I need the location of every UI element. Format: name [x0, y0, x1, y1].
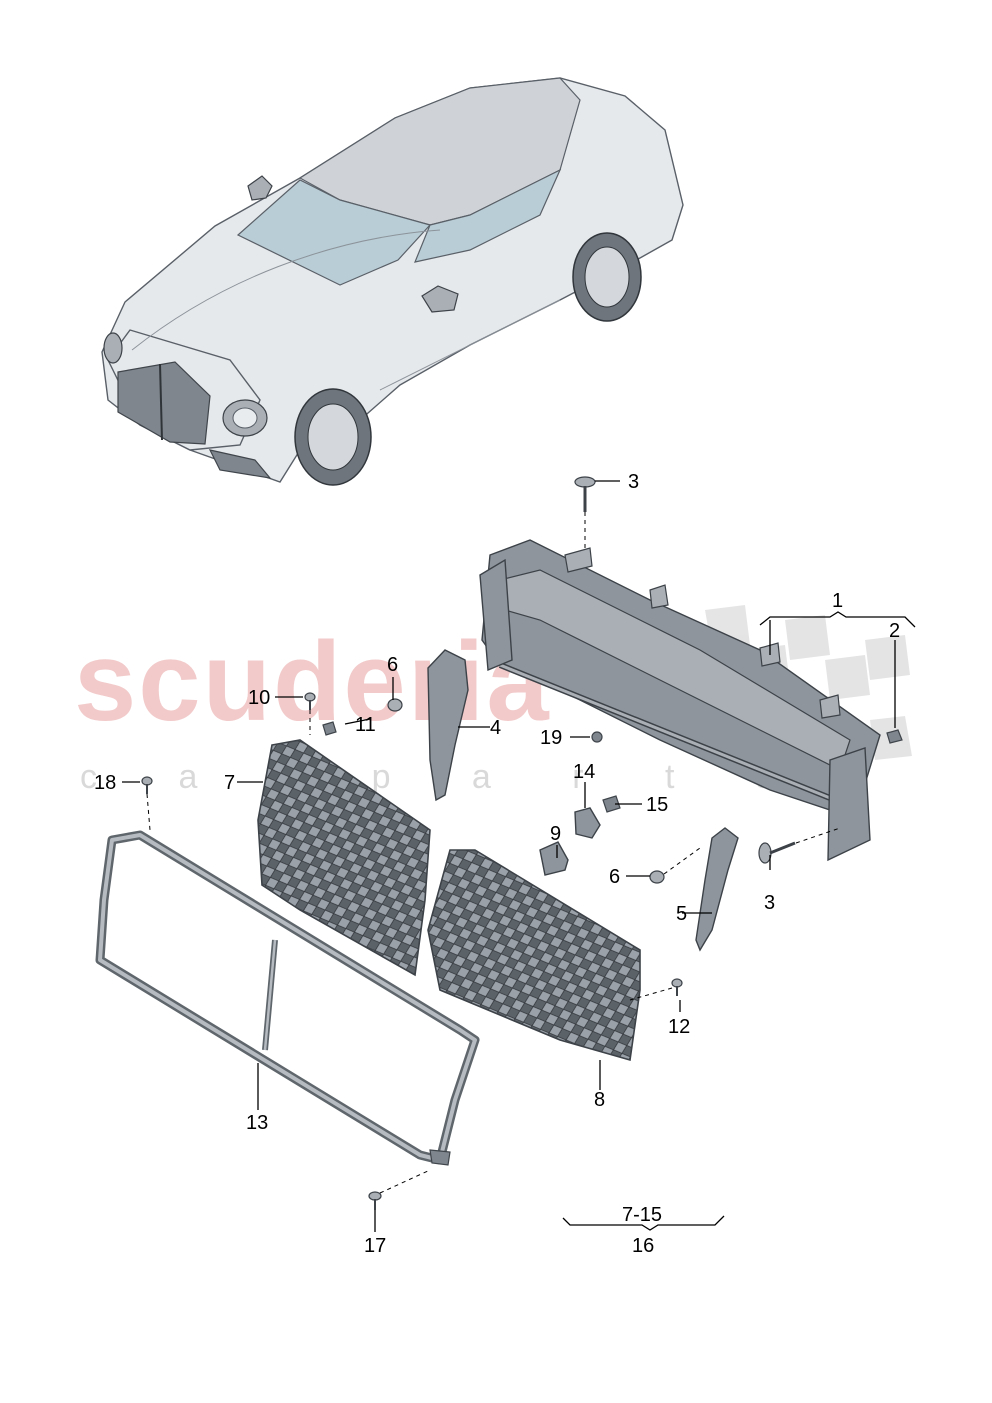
callout-1: 1 — [832, 590, 843, 612]
part-3-screw-top — [574, 476, 596, 512]
part-6-clip-upper — [387, 698, 403, 712]
callout-6-upper: 6 — [387, 654, 398, 676]
callout-7: 7 — [224, 772, 235, 794]
part-6-clip-lower — [649, 870, 665, 884]
part-18-screw — [141, 776, 153, 794]
part-10-screw — [304, 692, 316, 710]
part-2-nut — [886, 729, 903, 744]
callout-9: 9 — [550, 823, 561, 845]
part-12-screw — [671, 978, 683, 996]
part-7-left-mesh — [257, 739, 431, 977]
callout-11: 11 — [355, 714, 376, 736]
part-17-screw — [368, 1191, 382, 1210]
part-9-holder — [539, 841, 569, 876]
callout-6-lower: 6 — [609, 866, 620, 888]
callout-10: 10 — [248, 687, 270, 709]
watermark-sub: c a r p a r t s — [80, 758, 809, 796]
leader-lines — [122, 480, 916, 1232]
part-4-left-bracket — [427, 649, 469, 802]
callout-18: 18 — [94, 772, 116, 794]
callout-3-right: 3 — [764, 892, 775, 914]
car-illustration — [101, 77, 684, 486]
part-14-sensor — [574, 807, 601, 839]
callout-17: 17 — [364, 1235, 386, 1257]
part-1-support-frame — [479, 539, 881, 862]
part-15-clip — [602, 795, 621, 813]
callout-13: 13 — [246, 1112, 268, 1134]
callout-15: 15 — [646, 794, 668, 816]
callout-4: 4 — [490, 717, 501, 739]
callout-5: 5 — [676, 903, 687, 925]
callout-12: 12 — [668, 1016, 690, 1038]
part-13-grille-surround — [95, 830, 480, 1166]
part-5-right-bracket — [695, 827, 739, 952]
callout-labels: 1 2 3 3 4 5 6 6 7 8 9 10 11 12 13 14 15 … — [94, 471, 900, 1257]
callout-19: 19 — [540, 727, 562, 749]
watermark-brand: scuderia — [74, 619, 551, 744]
part-11-nut — [322, 721, 337, 736]
part-3-screw-right — [758, 841, 796, 864]
callout-16: 16 — [632, 1235, 654, 1257]
part-8-right-mesh — [427, 849, 641, 1062]
callout-2: 2 — [889, 620, 900, 642]
callout-3-top: 3 — [628, 471, 639, 493]
callout-8: 8 — [594, 1089, 605, 1111]
part-19-grommet — [591, 731, 603, 743]
callout-14: 14 — [573, 761, 595, 783]
callout-7-15: 7-15 — [622, 1204, 662, 1226]
